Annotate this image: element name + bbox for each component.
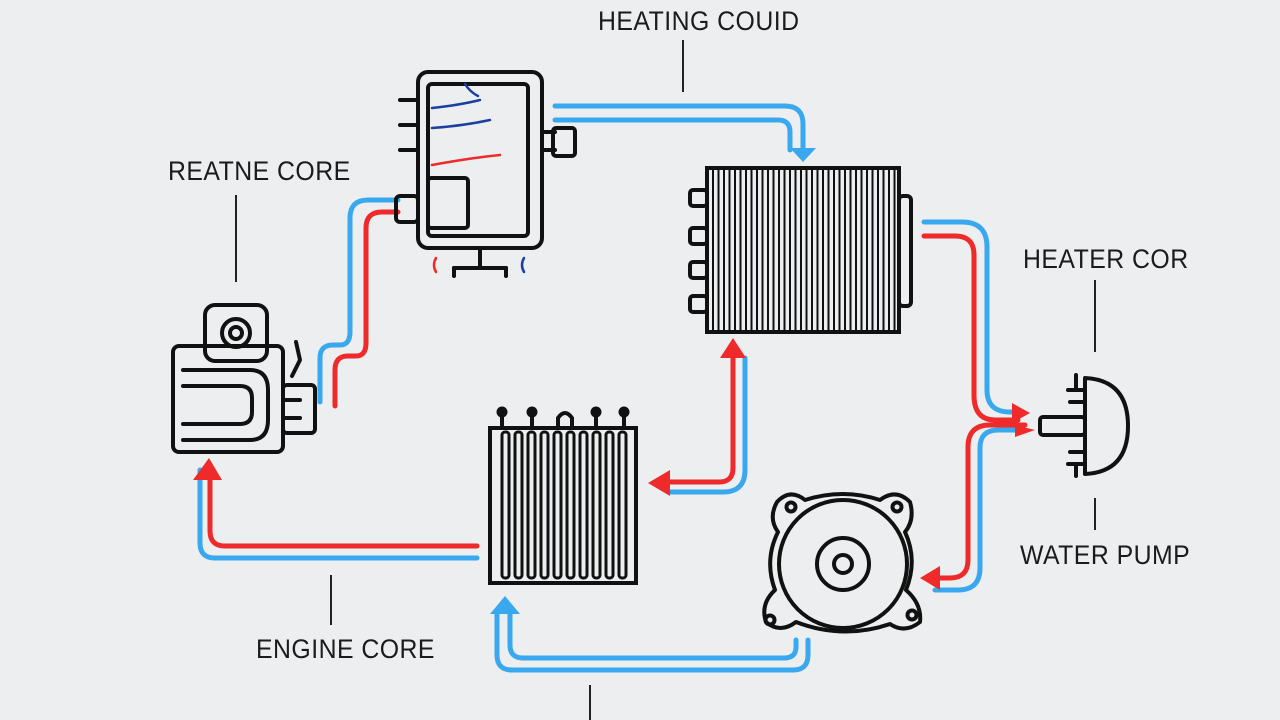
arrow-into-radiator bbox=[648, 470, 670, 496]
pipe-heater-to-connector bbox=[921, 219, 1021, 423]
pipe-heater-to-radiator bbox=[665, 355, 748, 495]
pipe-radiator-to-engine bbox=[197, 467, 480, 561]
small-radiator-icon bbox=[488, 406, 638, 585]
pipe-connector-to-pump bbox=[932, 422, 1028, 593]
pipe-pump-to-radiator bbox=[494, 609, 811, 673]
arrow-into-heater-core bbox=[790, 148, 816, 162]
small-radiator-tube bbox=[552, 430, 563, 580]
arrow-into-connector bbox=[1012, 403, 1030, 423]
label-heating-could: HEATING COUID bbox=[598, 6, 800, 36]
small-radiator-tube bbox=[565, 430, 576, 580]
small-radiator-tube bbox=[604, 430, 615, 580]
heater-core-radiator-icon bbox=[688, 166, 913, 334]
pipe-top-blue bbox=[552, 103, 806, 153]
small-radiator-tube bbox=[500, 430, 511, 580]
small-radiator-tube bbox=[617, 430, 628, 580]
control-unit-icon bbox=[394, 70, 577, 278]
small-radiator-tube bbox=[526, 430, 537, 580]
pipe-engine-to-control bbox=[317, 197, 401, 409]
label-water-pump: WATER PUMP bbox=[1020, 540, 1191, 570]
valve-connector-icon bbox=[1038, 373, 1130, 478]
arrow-pump-return bbox=[1015, 425, 1035, 437]
small-radiator-tube bbox=[513, 430, 524, 580]
label-leader-lines bbox=[235, 40, 1096, 720]
water-pump-icon bbox=[762, 492, 923, 634]
label-reatne-core: REATNE CORE bbox=[168, 156, 351, 186]
arrow-into-radiator-bottom bbox=[490, 596, 520, 614]
label-heater-core: HEATER COR bbox=[1023, 244, 1189, 274]
label-engine-core: ENGINE CORE bbox=[256, 634, 435, 664]
arrow-into-engine bbox=[193, 458, 222, 480]
small-radiator-tube bbox=[591, 430, 602, 580]
arrow-into-pump bbox=[920, 566, 940, 590]
engine-block-icon bbox=[171, 303, 317, 454]
small-radiator-tube bbox=[578, 430, 589, 580]
small-radiator-tube bbox=[539, 430, 550, 580]
control-unit-wires bbox=[430, 82, 526, 274]
arrow-into-heater-bottom bbox=[720, 338, 746, 358]
